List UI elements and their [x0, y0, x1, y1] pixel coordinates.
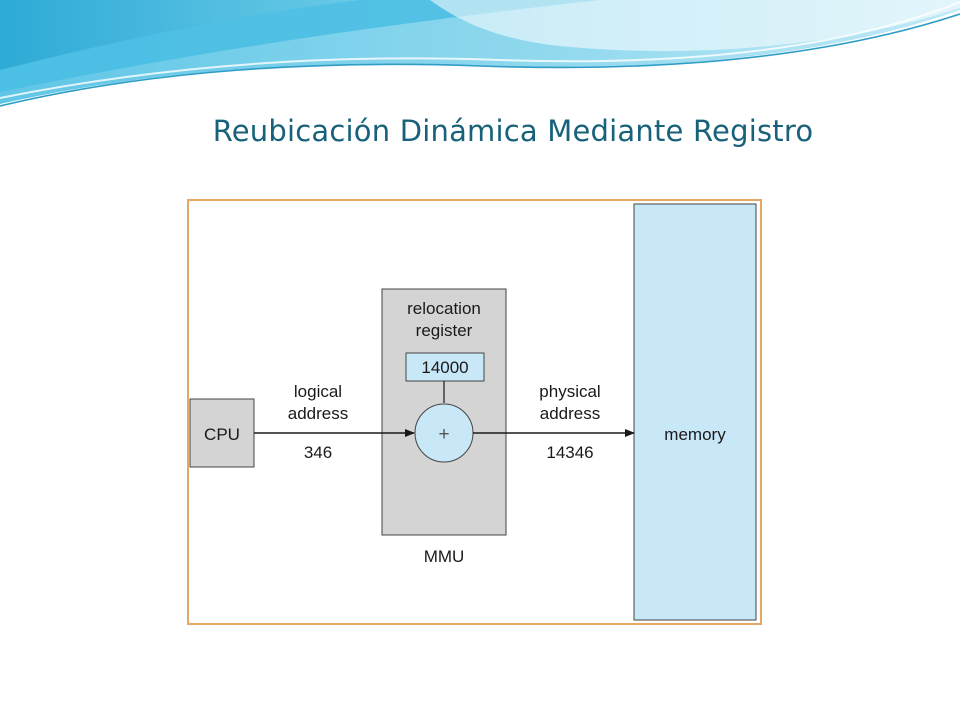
logical-address-label-line1: logical: [294, 382, 342, 401]
header-wave-decoration: [0, 0, 960, 107]
relocation-diagram: memory CPU MMU relocation register 14000…: [189, 203, 757, 621]
cpu-block: [189, 398, 255, 468]
mmu-label: MMU: [424, 547, 465, 566]
physical-address-label-line2: address: [540, 404, 600, 423]
cpu-label: CPU: [204, 425, 240, 444]
relocation-register-label-line1: relocation: [407, 299, 481, 318]
memory-label: memory: [664, 425, 726, 444]
slide-title: Reubicación Dinámica Mediante Registro: [212, 114, 814, 148]
adder-symbol: +: [438, 424, 449, 445]
memory-block: [633, 203, 757, 621]
physical-address-label-line1: physical: [539, 382, 600, 401]
logical-address-label-line2: address: [288, 404, 348, 423]
relocation-register-label-line2: register: [416, 321, 473, 340]
physical-address-value: 14346: [546, 443, 593, 462]
logical-address-value: 346: [304, 443, 332, 462]
relocation-register-value: 14000: [421, 358, 468, 377]
relocation-register-box: [405, 352, 485, 382]
